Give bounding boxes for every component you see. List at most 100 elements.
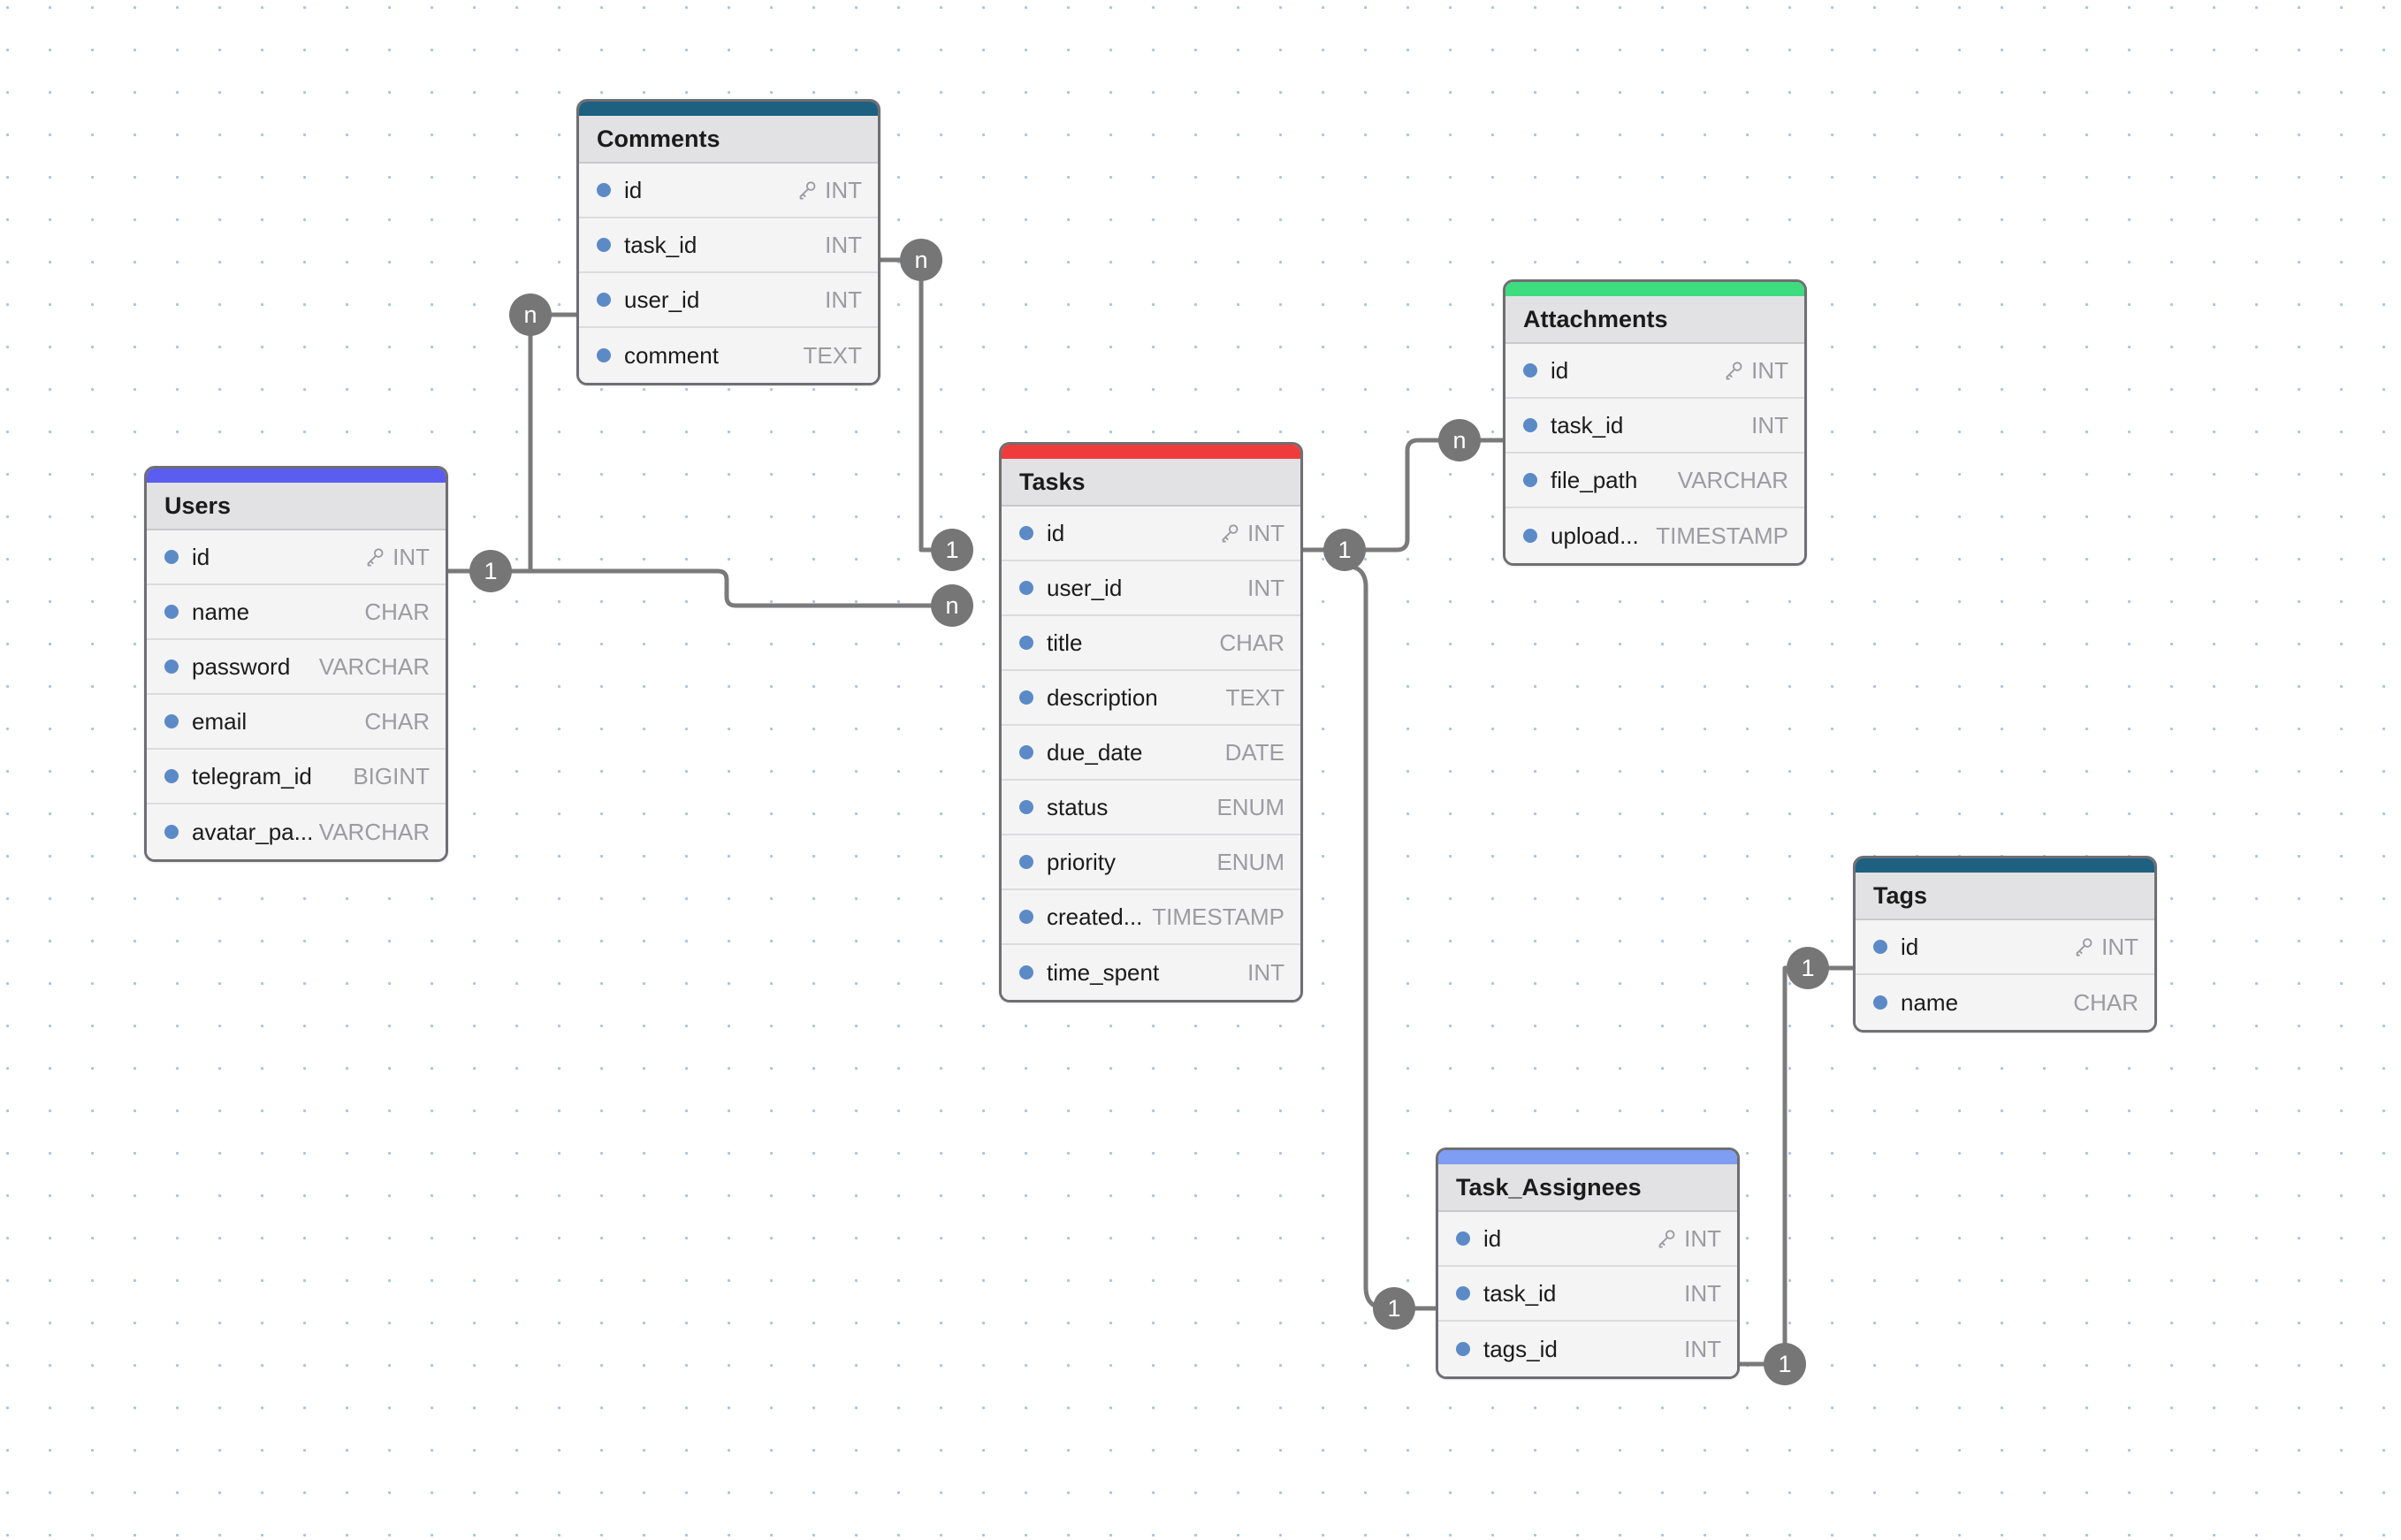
- field-name: upload...: [1551, 522, 1656, 550]
- cardinality-badge-b-tags-id: 1: [1787, 947, 1829, 989]
- table-title-attachments: Attachments: [1505, 296, 1804, 344]
- field-type-label: ENUM: [1216, 794, 1284, 821]
- field-name: id: [1483, 1225, 1656, 1253]
- field-row-attachments-task_id[interactable]: task_idINT: [1505, 399, 1804, 454]
- field-bullet-icon: [164, 769, 179, 783]
- field-name: due_date: [1047, 739, 1225, 766]
- primary-key-icon: [364, 546, 385, 568]
- field-type-label: BIGINT: [353, 763, 430, 790]
- field-row-task_assignees-task_id[interactable]: task_idINT: [1438, 1267, 1737, 1322]
- field-type: VARCHAR: [1678, 467, 1788, 494]
- field-bullet-icon: [1873, 995, 1887, 1010]
- field-type-label: TIMESTAMP: [1152, 903, 1284, 931]
- field-row-tasks-status[interactable]: statusENUM: [1002, 781, 1300, 835]
- field-row-users-telegram_id[interactable]: telegram_idBIGINT: [147, 750, 446, 804]
- field-type: CHAR: [364, 708, 430, 736]
- field-row-tags-id[interactable]: idINT: [1856, 920, 2154, 975]
- field-bullet-icon: [1456, 1231, 1470, 1246]
- table-title-comments: Comments: [579, 116, 878, 164]
- table-accent-bar-attachments: [1505, 282, 1804, 296]
- field-row-users-name[interactable]: nameCHAR: [147, 585, 446, 640]
- field-row-users-email[interactable]: emailCHAR: [147, 695, 446, 750]
- field-row-tasks-priority[interactable]: priorityENUM: [1002, 835, 1300, 890]
- field-row-comments-task_id[interactable]: task_idINT: [579, 218, 878, 273]
- field-row-task_assignees-tags_id[interactable]: tags_idINT: [1438, 1322, 1737, 1376]
- field-row-attachments-id[interactable]: idINT: [1505, 344, 1804, 399]
- field-row-tasks-user_id[interactable]: user_idINT: [1002, 561, 1300, 616]
- field-row-tasks-description[interactable]: descriptionTEXT: [1002, 671, 1300, 726]
- field-bullet-icon: [1456, 1286, 1470, 1300]
- field-type-label: INT: [1247, 575, 1284, 602]
- field-type-label: INT: [1684, 1280, 1721, 1307]
- field-row-users-password[interactable]: passwordVARCHAR: [147, 640, 446, 695]
- cardinality-badge-b-assign-taskid: 1: [1373, 1287, 1415, 1330]
- table-accent-bar-comments: [579, 102, 878, 116]
- field-bullet-icon: [1523, 363, 1537, 377]
- field-type: TIMESTAMP: [1152, 903, 1284, 931]
- field-name: time_spent: [1047, 959, 1247, 987]
- field-bullet-icon: [164, 605, 179, 619]
- table-card-comments[interactable]: CommentsidINTtask_idINTuser_idINTcomment…: [576, 99, 880, 385]
- field-type: INT: [825, 232, 862, 259]
- table-card-tasks[interactable]: TasksidINTuser_idINTtitleCHARdescription…: [999, 442, 1303, 1003]
- field-bullet-icon: [1019, 636, 1033, 650]
- field-name: avatar_pa...: [192, 819, 319, 846]
- edge-tags-assignees: [1740, 968, 1853, 1364]
- field-type: INT: [1219, 520, 1284, 547]
- field-row-tasks-time_spent[interactable]: time_spentINT: [1002, 945, 1300, 1000]
- primary-key-icon: [2073, 936, 2094, 957]
- field-type-label: INT: [825, 177, 862, 204]
- field-bullet-icon: [1019, 855, 1033, 869]
- field-row-tasks-due_date[interactable]: due_dateDATE: [1002, 726, 1300, 781]
- field-row-attachments-upload[interactable]: upload...TIMESTAMP: [1505, 508, 1804, 563]
- field-name: password: [192, 653, 319, 681]
- field-name: id: [1047, 520, 1219, 547]
- table-card-task_assignees[interactable]: Task_AssigneesidINTtask_idINTtags_idINT: [1436, 1147, 1740, 1379]
- field-type: VARCHAR: [319, 653, 430, 681]
- field-row-users-id[interactable]: idINT: [147, 530, 446, 585]
- cardinality-badge-b-attach-taskid: n: [1438, 419, 1481, 461]
- field-row-tasks-title[interactable]: titleCHAR: [1002, 616, 1300, 671]
- field-type: CHAR: [1219, 629, 1284, 657]
- field-row-tasks-id[interactable]: idINT: [1002, 507, 1300, 561]
- table-card-users[interactable]: UsersidINTnameCHARpasswordVARCHARemailCH…: [144, 466, 448, 862]
- table-accent-bar-users: [147, 469, 446, 483]
- field-type: INT: [797, 177, 862, 204]
- field-type: ENUM: [1216, 849, 1284, 876]
- field-name: task_id: [1483, 1280, 1684, 1307]
- field-name: name: [1901, 989, 2073, 1017]
- field-name: telegram_id: [192, 763, 353, 790]
- field-bullet-icon: [1873, 940, 1887, 954]
- primary-key-icon: [1219, 522, 1240, 544]
- field-row-comments-id[interactable]: idINT: [579, 164, 878, 218]
- primary-key-icon: [1723, 360, 1744, 381]
- field-name: task_id: [624, 232, 825, 259]
- field-name: email: [192, 708, 364, 736]
- field-type-label: ENUM: [1216, 849, 1284, 876]
- field-type: TEXT: [804, 342, 862, 370]
- field-type-label: INT: [393, 544, 430, 571]
- field-row-users-avatar_pa[interactable]: avatar_pa...VARCHAR: [147, 804, 446, 859]
- table-card-tags[interactable]: TagsidINTnameCHAR: [1853, 856, 2157, 1033]
- field-type-label: DATE: [1225, 739, 1284, 766]
- field-type: INT: [1751, 412, 1788, 439]
- field-type-label: INT: [825, 286, 862, 314]
- field-row-task_assignees-id[interactable]: idINT: [1438, 1212, 1737, 1267]
- field-type-label: CHAR: [364, 598, 430, 626]
- field-row-comments-comment[interactable]: commentTEXT: [579, 328, 878, 383]
- field-row-comments-user_id[interactable]: user_idINT: [579, 273, 878, 328]
- table-title-tasks: Tasks: [1002, 459, 1300, 507]
- field-type: TEXT: [1226, 684, 1284, 712]
- field-row-attachments-file_path[interactable]: file_pathVARCHAR: [1505, 454, 1804, 508]
- field-bullet-icon: [597, 238, 611, 252]
- field-name: status: [1047, 794, 1216, 821]
- field-row-tasks-created[interactable]: created...TIMESTAMP: [1002, 890, 1300, 945]
- field-row-tags-name[interactable]: nameCHAR: [1856, 975, 2154, 1030]
- field-bullet-icon: [1456, 1342, 1470, 1356]
- field-type-label: CHAR: [364, 708, 430, 736]
- table-card-attachments[interactable]: AttachmentsidINTtask_idINTfile_pathVARCH…: [1503, 279, 1807, 566]
- field-type: INT: [1656, 1225, 1721, 1253]
- table-title-tags: Tags: [1856, 873, 2154, 920]
- field-type-label: TEXT: [1226, 684, 1284, 712]
